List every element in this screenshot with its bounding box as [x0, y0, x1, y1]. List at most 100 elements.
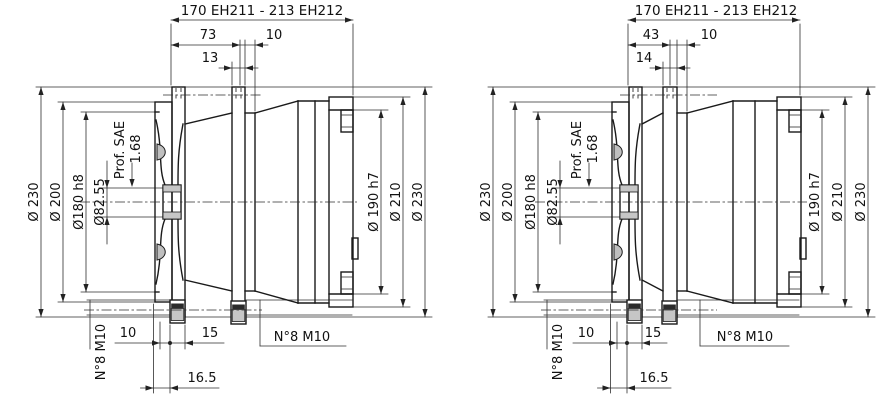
- dimension-arrow: [224, 65, 232, 71]
- section-pocket: [613, 143, 623, 161]
- spline-teeth: [619, 211, 639, 220]
- right-view-group: 170 EH211 - 213 EH212 43 10 14 10 15 16.5 N°8 M…: [479, 3, 876, 394]
- dimension-arrow: [60, 294, 66, 302]
- spline-pitch-label: 1.68: [586, 135, 601, 164]
- dim-label-dia-180: Ø180 h8: [524, 174, 539, 230]
- spline-profile-label: Prof. SAE: [570, 121, 585, 179]
- dimension-arrow: [345, 17, 353, 23]
- drawing-line: [641, 279, 664, 292]
- dim-label-bottom-c: 16.5: [640, 371, 669, 386]
- drawing-line: [254, 100, 299, 114]
- drawing-path: [177, 123, 184, 186]
- cap-side-tab: [351, 237, 359, 260]
- bolt-section-band: [171, 303, 184, 308]
- dim-label-overall: 170 EH211 - 213 EH212: [181, 3, 343, 19]
- drawing-line: [686, 290, 734, 304]
- dimension-arrow: [171, 17, 179, 23]
- dimension-arrow: [642, 340, 650, 346]
- drawing-line: [184, 279, 233, 292]
- drawing-path: [177, 218, 184, 281]
- dimension-arrow: [655, 65, 663, 71]
- dimension-arrow: [145, 385, 154, 391]
- dim-label-dia-210: Ø 210: [831, 182, 846, 221]
- bolt-section-thread: [627, 308, 642, 321]
- dimension-arrow: [104, 217, 110, 225]
- dim-label-dia-82: Ø82.55: [93, 178, 108, 225]
- dimension-arrow: [842, 299, 848, 307]
- dimension-arrow: [535, 284, 541, 292]
- dimension-dot: [168, 341, 172, 345]
- dimension-arrow: [842, 97, 848, 105]
- drawing-line: [686, 100, 734, 114]
- spline-teeth: [619, 184, 639, 193]
- dimension-arrow: [490, 309, 496, 317]
- dimension-arrow: [255, 42, 263, 48]
- dimension-arrow: [865, 87, 871, 95]
- drawing-path: [634, 123, 641, 186]
- dimension-dot: [625, 341, 629, 345]
- dimension-arrow: [628, 17, 636, 23]
- spline-teeth: [162, 211, 182, 220]
- dimension-arrow: [378, 110, 384, 118]
- dimension-arrow: [490, 87, 496, 95]
- dimension-arrow: [677, 65, 685, 71]
- dim-label-bottom-a: 10: [120, 326, 137, 341]
- bolt-section-band: [232, 304, 245, 309]
- dimension-arrow: [602, 385, 611, 391]
- dimension-arrow: [609, 340, 617, 346]
- dimension-arrow: [792, 17, 800, 23]
- thread-callout-horizontal: N°8 M10: [274, 330, 330, 345]
- dim-label-top-b: 10: [701, 28, 718, 43]
- dimension-arrow: [232, 42, 240, 48]
- dimension-arrow: [170, 385, 178, 391]
- bolt-section-thread: [662, 309, 677, 322]
- dim-label-top-c: 14: [636, 51, 653, 66]
- dimension-arrow: [819, 286, 825, 294]
- spline-pitch-label: 1.68: [129, 135, 144, 164]
- thread-callout-vertical: N°8 M10: [551, 324, 566, 380]
- dim-label-bottom-c: 16.5: [188, 371, 217, 386]
- drawing-line: [641, 112, 664, 125]
- cap-bolt-head: [788, 109, 802, 133]
- dimension-arrow: [83, 284, 89, 292]
- dimension-arrow: [557, 217, 563, 225]
- dimension-arrow: [185, 340, 193, 346]
- bolt-section-band: [628, 303, 641, 308]
- dimension-arrow: [400, 97, 406, 105]
- dim-label-dia-230-left: Ø 230: [479, 182, 494, 221]
- dim-label-dia-200: Ø 200: [501, 182, 516, 221]
- dim-label-dia-82: Ø82.55: [546, 178, 561, 225]
- dim-label-dia-190: Ø 190 h7: [367, 172, 382, 232]
- section-pocket: [613, 243, 623, 261]
- dimension-arrow: [865, 309, 871, 317]
- dim-label-top-c: 13: [202, 51, 219, 66]
- dim-label-bottom-b: 15: [645, 326, 662, 341]
- dimension-arrow: [378, 286, 384, 294]
- dimension-arrow: [535, 112, 541, 120]
- cap-bolt-head: [788, 271, 802, 295]
- dim-label-dia-210: Ø 210: [389, 182, 404, 221]
- dimension-arrow: [627, 385, 635, 391]
- dim-label-dia-230-right: Ø 230: [854, 182, 869, 221]
- dim-label-top-a: 43: [643, 28, 660, 43]
- cap-side-tab: [799, 237, 807, 260]
- thread-callout-vertical: N°8 M10: [94, 324, 109, 380]
- drawing-path: [634, 218, 641, 281]
- dimension-arrow: [662, 42, 670, 48]
- dim-label-bottom-a: 10: [578, 326, 595, 341]
- spline-teeth: [162, 184, 182, 193]
- dim-label-dia-200: Ø 200: [49, 182, 64, 221]
- dim-label-dia-180: Ø180 h8: [72, 174, 87, 230]
- dimension-arrow: [129, 179, 135, 187]
- dim-label-dia-230-left: Ø 230: [27, 182, 42, 221]
- thread-callout-horizontal: N°8 M10: [717, 330, 773, 345]
- dim-label-overall: 170 EH211 - 213 EH212: [635, 3, 797, 19]
- drawing-line: [184, 112, 233, 125]
- dim-label-top-b: 10: [266, 28, 283, 43]
- bolt-section-band: [663, 304, 676, 309]
- dimension-arrow: [38, 87, 44, 95]
- dimension-arrow: [586, 179, 592, 187]
- dimension-arrow: [557, 180, 563, 188]
- dimension-arrow: [422, 87, 428, 95]
